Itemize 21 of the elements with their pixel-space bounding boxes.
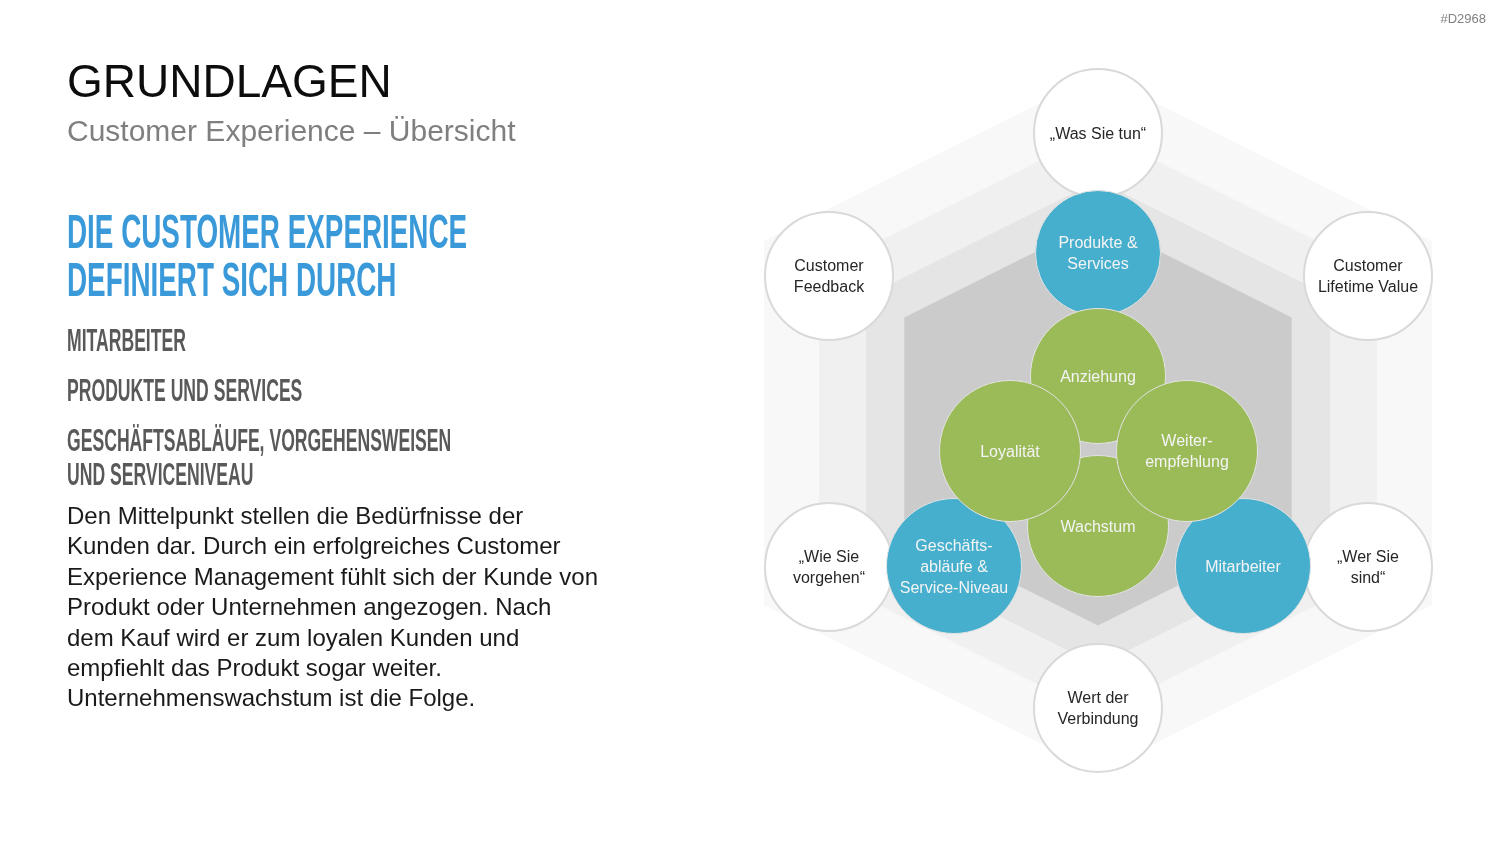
node-label: Customer Feedback — [792, 256, 866, 297]
bullet-heading: MITARBEITER — [67, 323, 187, 357]
node-label: Produkte & Services — [1057, 233, 1139, 274]
slide-title: GRUNDLAGEN — [67, 54, 392, 108]
node-label: Mitarbeiter — [1204, 556, 1282, 577]
node-label: „Was Sie tun“ — [1048, 123, 1148, 144]
node-label: Wachstum — [1059, 516, 1137, 537]
slide-code: #D2968 — [1440, 11, 1486, 27]
bullet-heading: PRODUKTE UND SERVICES — [67, 373, 304, 407]
section-heading: DIE CUSTOMER EXPERIENCE DEFINIERT SICH DURCH — [67, 208, 469, 304]
node-label: Geschäfts- abläufe & Service-Niveau — [898, 535, 1010, 598]
slide-subtitle: Customer Experience – Übersicht — [67, 113, 516, 149]
node-label: „Wie Sie vorgehen“ — [791, 547, 866, 588]
body-paragraph: Den Mittelpunkt stellen die Bedürfnisse der Kunden dar. Durch ein erfolgreiches Customer Experience Management fühlt sich der Kunde von Produkt oder Unternehmen angezogen. Nach dem Kauf wird er zum loyalen Kunden und empfiehlt das Produkt sogar weiter. Unternehmenswachstum ist die Folge. — [67, 501, 599, 714]
node-label: Loyalität — [979, 441, 1041, 462]
node-label: Customer Lifetime Value — [1316, 256, 1420, 297]
node-label: Anziehung — [1059, 366, 1137, 387]
node-label: „Wer Sie sind“ — [1336, 547, 1400, 588]
node-label: Wert der Verbindung — [1056, 688, 1140, 729]
bullet-heading: GESCHÄFTSABLÄUFE, VORGEHENSWEISEN UND SERVICENIVEAU — [67, 423, 453, 491]
node-label: Weiter- empfehlung — [1144, 431, 1230, 472]
